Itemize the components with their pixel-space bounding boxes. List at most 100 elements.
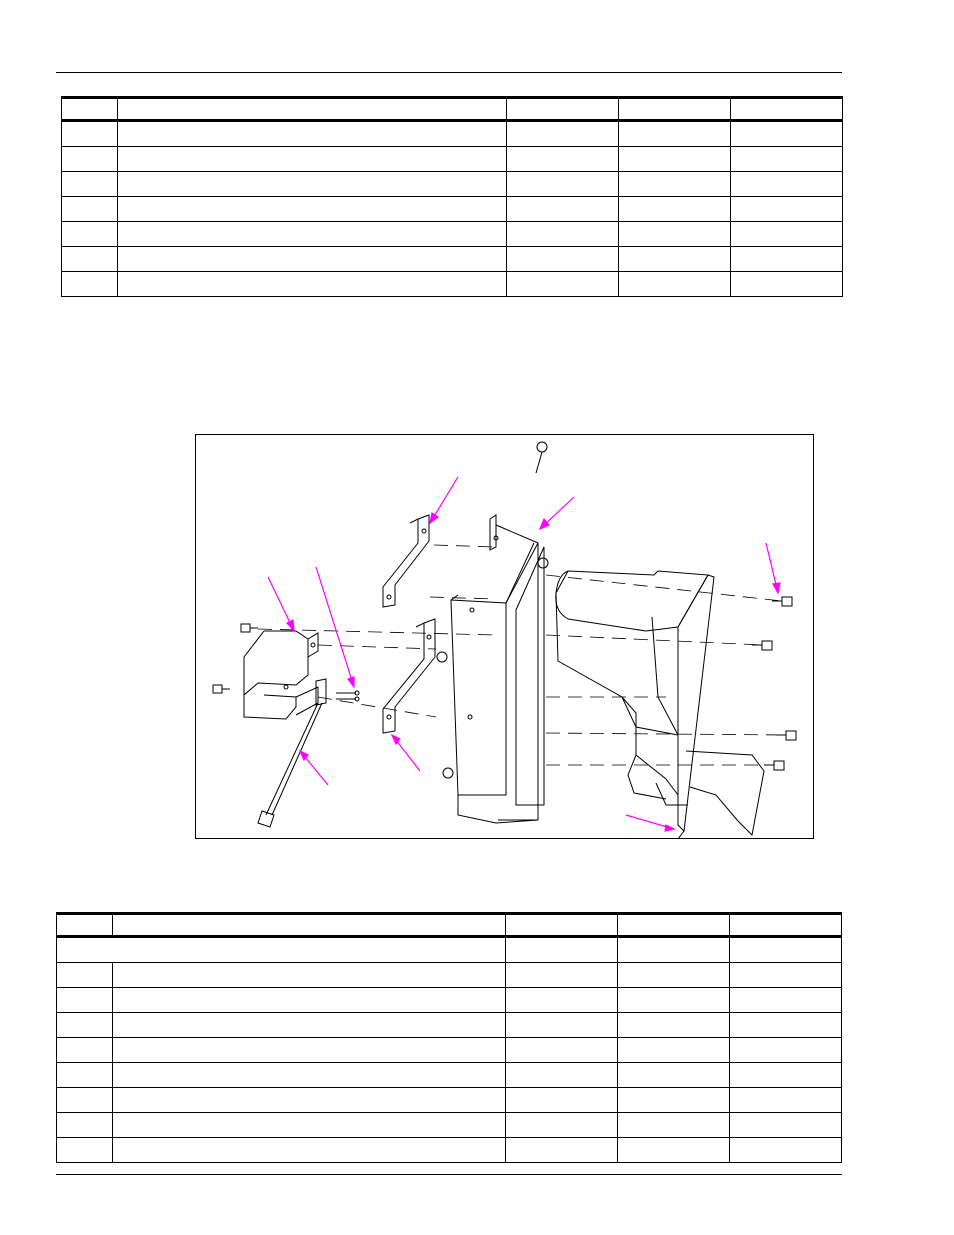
table-cell xyxy=(618,196,731,222)
table-cell xyxy=(729,1062,842,1088)
table-cell xyxy=(56,936,506,963)
upper-bracket xyxy=(382,514,430,608)
table-cell xyxy=(617,1062,730,1088)
table-row xyxy=(56,1112,842,1138)
table-cell xyxy=(506,221,619,247)
column-header xyxy=(117,97,507,122)
callout-arrow xyxy=(765,542,781,595)
table-cell xyxy=(617,1087,730,1113)
table-cell xyxy=(117,120,507,147)
table-cell xyxy=(117,196,507,222)
table-cell xyxy=(618,146,731,172)
callout-arrow xyxy=(625,814,676,832)
table-cell xyxy=(112,962,506,988)
table-cell xyxy=(506,146,619,172)
table-cell xyxy=(56,1112,113,1138)
callout-arrow xyxy=(429,476,459,525)
table-row xyxy=(61,146,843,172)
table-cell xyxy=(617,987,730,1013)
table-cell xyxy=(618,246,731,272)
nut-3 xyxy=(442,767,454,779)
column-header xyxy=(617,913,730,938)
table-cell xyxy=(505,1037,618,1063)
table-cell xyxy=(56,1137,113,1163)
table-row xyxy=(56,987,842,1013)
table-cell xyxy=(505,1012,618,1038)
table-row xyxy=(56,962,842,988)
table-cell xyxy=(56,987,113,1013)
ground-strap xyxy=(257,678,327,828)
table-cell xyxy=(61,221,118,247)
callout-arrow xyxy=(538,496,575,531)
middle-bracket xyxy=(382,618,436,734)
table-cell xyxy=(617,1012,730,1038)
parts-table-top xyxy=(61,96,843,297)
table-header-row xyxy=(56,913,842,938)
column-header xyxy=(505,913,618,938)
table-row xyxy=(61,196,843,222)
pins xyxy=(336,690,360,702)
table-cell xyxy=(112,1112,506,1138)
table-cell xyxy=(505,936,618,963)
table-cell xyxy=(729,936,842,963)
table-cell xyxy=(505,1087,618,1113)
table-row xyxy=(61,246,843,272)
table-cell xyxy=(61,246,118,272)
table-cell xyxy=(506,271,619,297)
table-cell xyxy=(61,271,118,297)
table-cell xyxy=(112,1012,506,1038)
table-cell xyxy=(617,1137,730,1163)
table-cell xyxy=(729,1137,842,1163)
table-cell xyxy=(618,120,731,147)
table-cell xyxy=(506,120,619,147)
callout-arrow xyxy=(298,749,329,786)
table-cell xyxy=(505,987,618,1013)
table-cell xyxy=(729,1037,842,1063)
table-row xyxy=(61,120,843,147)
table-cell xyxy=(56,962,113,988)
column-header xyxy=(112,913,506,938)
column-header xyxy=(729,913,842,938)
table-cell xyxy=(61,120,118,147)
table-cell xyxy=(505,962,618,988)
table-group-row xyxy=(56,936,842,963)
column-header xyxy=(730,97,843,122)
table-row xyxy=(56,1062,842,1088)
table-row xyxy=(56,1087,842,1113)
table-cell xyxy=(56,1037,113,1063)
table-row xyxy=(61,221,843,247)
table-cell xyxy=(729,1112,842,1138)
table-cell xyxy=(730,146,843,172)
table-cell xyxy=(117,246,507,272)
table-cell xyxy=(117,271,507,297)
table-cell xyxy=(56,1012,113,1038)
column-header xyxy=(506,97,619,122)
bolt-right-1 xyxy=(772,596,793,607)
bolt-right-2 xyxy=(752,640,773,651)
table-cell xyxy=(730,221,843,247)
parts-table-bottom xyxy=(56,912,842,1163)
table-cell xyxy=(618,271,731,297)
callout-arrow xyxy=(390,733,421,772)
table-cell xyxy=(730,246,843,272)
table-cell xyxy=(730,271,843,297)
left-bracket xyxy=(243,630,319,720)
table-cell xyxy=(117,171,507,197)
bolt-left-1 xyxy=(240,623,258,633)
column-header xyxy=(56,913,113,938)
table-cell xyxy=(730,196,843,222)
table-cell xyxy=(617,936,730,963)
bolt-top xyxy=(535,441,548,474)
table-cell xyxy=(618,171,731,197)
table-cell xyxy=(61,146,118,172)
table-row xyxy=(61,171,843,197)
table-cell xyxy=(729,962,842,988)
table-cell xyxy=(112,1062,506,1088)
table-cell xyxy=(617,962,730,988)
table-cell xyxy=(617,1112,730,1138)
nut-2 xyxy=(436,651,448,663)
table-cell xyxy=(505,1137,618,1163)
table-cell xyxy=(730,120,843,147)
table-header-row xyxy=(61,97,843,122)
table-cell xyxy=(618,221,731,247)
